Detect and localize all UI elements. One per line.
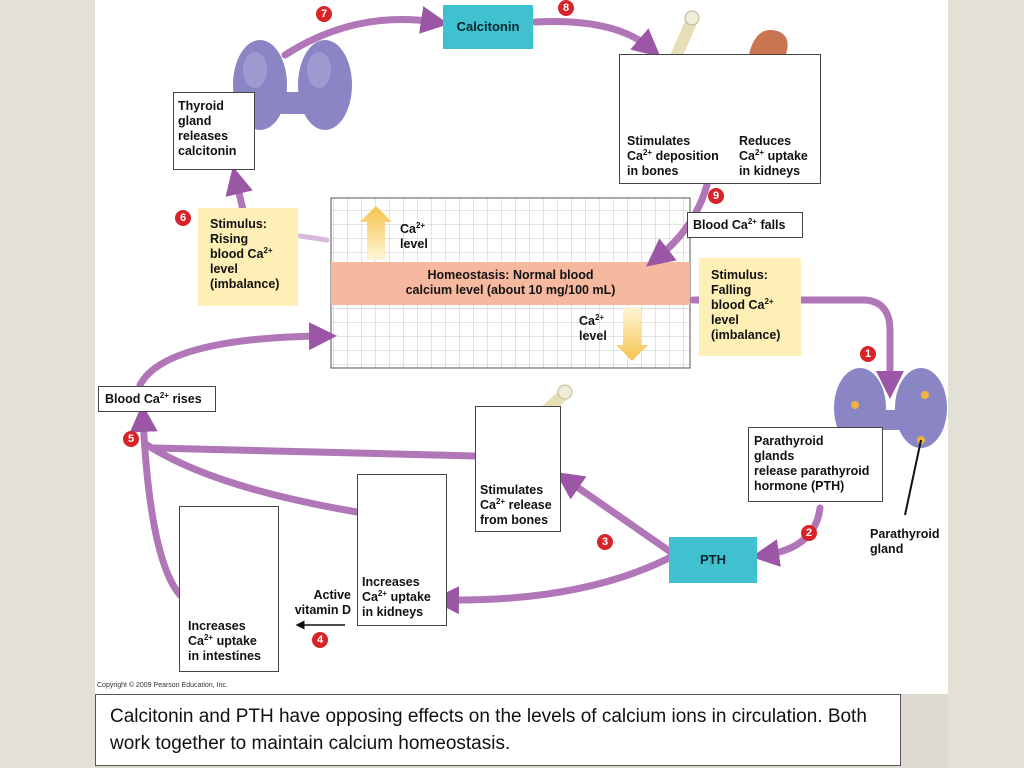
kidney-reduce-text: Reduces Ca2+ uptake in kidneys (739, 134, 808, 179)
text-line: level (579, 329, 607, 343)
homeostasis-label: Homeostasis: Normal blood calcium level … (331, 268, 690, 298)
text-line: Stimulus: (711, 268, 768, 282)
step-badge-1: 1 (860, 346, 876, 362)
text-line: in kidneys (739, 164, 801, 178)
text-line: blood Ca2+ (210, 245, 273, 261)
arrow-thyroid-to-calcitonin (281, 6, 449, 59)
text-line: Falling (711, 283, 752, 297)
kidney-uptake-box: Increases Ca2+ uptake in kidneys (357, 474, 447, 626)
parathyroid-gland-label: Parathyroid gland (870, 527, 939, 557)
step-badge-7: 7 (316, 6, 332, 22)
text-line: Ca2+ uptake (188, 632, 257, 648)
text-line: Active (313, 588, 351, 602)
arrow-falling-to-parathyroid (689, 296, 904, 399)
step-badge-5: 5 (123, 431, 139, 447)
text-line: Ca2+ uptake (739, 147, 808, 163)
step-badge-8: 8 (558, 0, 574, 16)
thyroid-box-line: releases (178, 129, 229, 143)
calcium-homeostasis-figure: Calcitonin PTH Thyroid gland releases ca… (95, 0, 948, 694)
stimulus-rising-box: Stimulus: Rising blood Ca2+ level (imbal… (198, 208, 298, 306)
text-line: Ca2+ uptake (362, 588, 431, 604)
text-line: (imbalance) (210, 277, 280, 291)
arrow-bones-to-rises (151, 444, 479, 460)
slide-margin-right (948, 0, 1024, 768)
blood-ca-rises-box: Blood Ca2+ rises (98, 386, 216, 412)
homeostasis-band (331, 262, 690, 305)
text-line: (imbalance) (711, 328, 781, 342)
calcitonin-label: Calcitonin (443, 5, 533, 49)
text-line: Ca2+ (400, 220, 426, 236)
text-line: vitamin D (294, 603, 351, 617)
ca-level-down-label: Ca2+ level (579, 312, 607, 344)
parathyroid-release-box: Parathyroid glands release parathyroid h… (748, 427, 883, 502)
arrow-calcitonin-to-targets (531, 18, 661, 58)
bone-deposition-text: Stimulates Ca2+ deposition in bones (627, 134, 719, 179)
arrow-kidneys-to-rises (143, 441, 361, 516)
text-line: in kidneys (362, 605, 424, 619)
stimulus-falling-box: Stimulus: Falling blood Ca2+ level (imba… (699, 258, 801, 356)
text-line: Parathyroid (870, 527, 940, 541)
text-line: in intestines (188, 649, 261, 663)
text-line: Stimulates (480, 483, 544, 497)
text-line: Homeostasis: Normal blood (427, 268, 594, 282)
text-line: hormone (PTH) (754, 479, 845, 493)
calcitonin-targets-box (619, 54, 821, 184)
bone-release-box: Stimulates Ca2+ release from bones (475, 406, 561, 532)
thyroid-box-line: Thyroid (178, 99, 224, 113)
slide-margin-left (0, 0, 95, 768)
step-badge-9: 9 (708, 188, 724, 204)
arrow-rising-to-grid (297, 233, 330, 243)
intestines-uptake-box: Increases Ca2+ uptake in intestines (179, 506, 279, 672)
diagram-graphics (129, 6, 947, 630)
text-line: Increases (188, 619, 246, 633)
text-line: Reduces (739, 134, 792, 148)
text-line: release parathyroid (754, 464, 870, 478)
step-badge-6: 6 (175, 210, 191, 226)
thyroid-box-line: calcitonin (178, 144, 237, 158)
text-line: Stimulates (627, 134, 691, 148)
text-line: Stimulus: (210, 217, 267, 231)
text-line: gland (870, 542, 904, 556)
arrow-pth-to-bones (555, 472, 679, 559)
text-line: Increases (362, 575, 420, 589)
text-line: Parathyroid (754, 434, 824, 448)
text-line: level (400, 237, 428, 251)
arrow-pth-to-kidneys (431, 551, 679, 615)
level-up-arrow (360, 206, 392, 260)
level-down-arrow (616, 307, 648, 361)
text-line: Ca2+ (579, 312, 605, 328)
text-line: Ca2+ release (480, 496, 552, 512)
thyroid-box-line: gland (178, 114, 212, 128)
ca-level-up-label: Ca2+ level (400, 220, 428, 252)
arrow-rises-to-homeostasis (136, 322, 337, 389)
text-line: level (711, 313, 739, 327)
step-badge-3: 3 (597, 534, 613, 550)
copyright-notice: Copyright © 2009 Pearson Education, Inc. (97, 682, 228, 689)
text-line: level (210, 262, 238, 276)
text-line: blood Ca2+ (711, 296, 774, 312)
arrow-stimulus-to-thyroid (225, 166, 253, 214)
pathway-arrows (129, 6, 904, 615)
thyroid-releases-calcitonin-box: Thyroid gland releases calcitonin (173, 92, 255, 170)
text-line: Rising (210, 232, 249, 246)
text-line: from bones (480, 513, 549, 527)
step-badge-4: 4 (312, 632, 328, 648)
pth-label: PTH (669, 537, 757, 583)
text-line: calcium level (about 10 mg/100 mL) (405, 283, 616, 297)
active-vitamin-d-label: Active vitamin D (291, 588, 351, 618)
text-line: Ca2+ deposition (627, 147, 719, 163)
step-badge-2: 2 (801, 525, 817, 541)
arrow-intestines-to-rises (129, 404, 184, 599)
text-line: glands (754, 449, 795, 463)
blood-ca-falls-box: Blood Ca2+ falls (687, 212, 803, 238)
slide-caption: Calcitonin and PTH have opposing effects… (95, 694, 901, 766)
text-line: in bones (627, 164, 679, 178)
